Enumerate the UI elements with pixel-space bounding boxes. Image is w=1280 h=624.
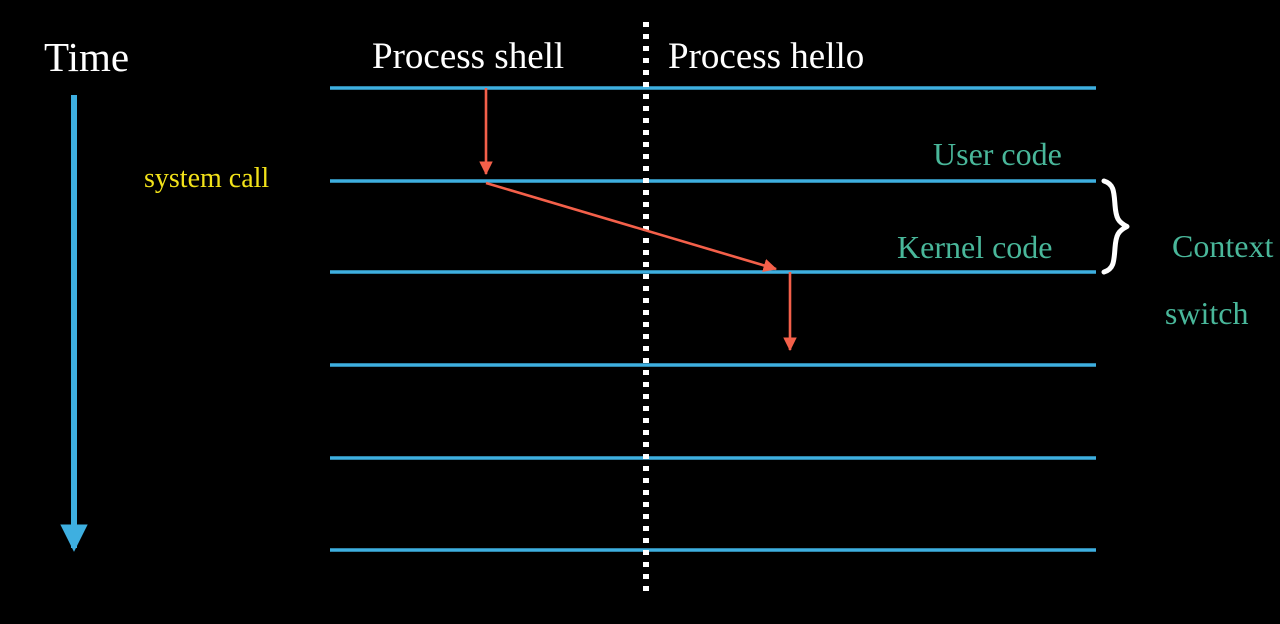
process-hello-header: Process hello (668, 36, 865, 77)
system-call-label: system call (144, 163, 270, 194)
time-axis-label: Time (44, 34, 130, 80)
context-switch-label-line2: switch (1164, 294, 1249, 331)
timeline-rules (330, 86, 1096, 552)
context-switch-label-line1: Context (1172, 227, 1274, 264)
context-switch-label: Context switch (1140, 196, 1273, 398)
kernel-code-label: Kernel code (897, 229, 1053, 265)
arrow-context-switch-diagonal (485, 181, 778, 272)
user-code-label: User code (933, 136, 1062, 172)
execution-flow-arrows (479, 88, 797, 352)
process-shell-header: Process shell (372, 36, 565, 77)
context-switch-brace (1101, 178, 1130, 275)
